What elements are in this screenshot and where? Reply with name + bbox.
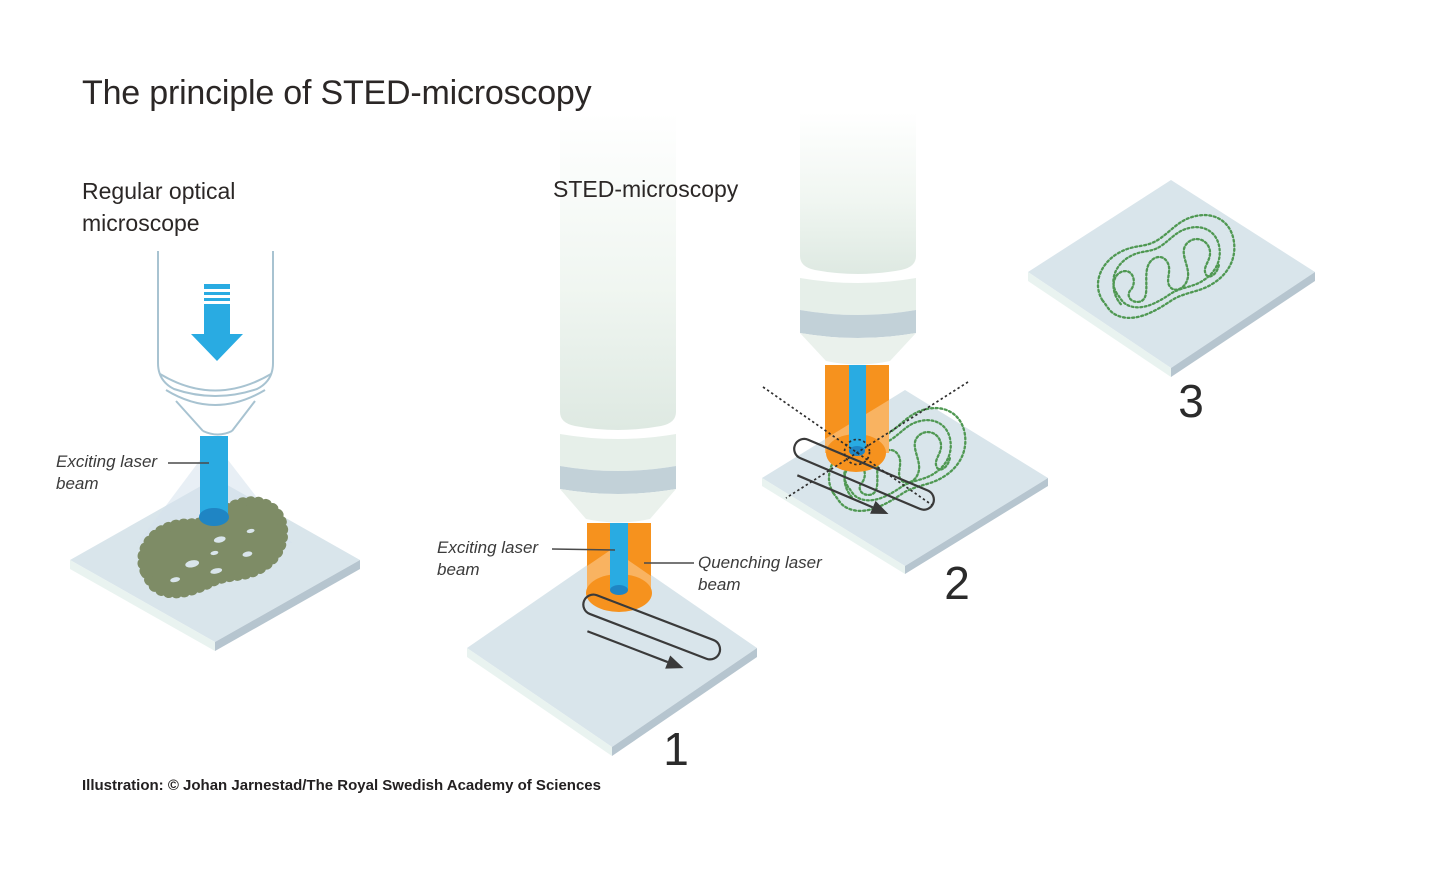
step-number-2: 2: [944, 557, 970, 609]
crosshair-circle-icon: [762, 381, 969, 506]
quenching-laser-label: Quenching laser beam: [698, 553, 822, 595]
blurred-sample-blob: [134, 495, 292, 599]
regular-microscope-heading: Regular optical microscope: [82, 178, 236, 236]
exciting-laser-label-regular: Exciting laser beam: [56, 452, 158, 494]
sted-objective-1: [560, 112, 676, 523]
page-title: The principle of STED-microscopy: [82, 74, 592, 112]
pointer-line-exciting-sted: [551, 548, 616, 551]
laser-beams-step1: [586, 523, 652, 612]
illustration-credit: Illustration: © Johan Jarnestad/The Roya…: [82, 777, 601, 794]
step-number-1: 1: [663, 723, 689, 775]
scan-path-arrow-icon-1: [582, 593, 722, 669]
laser-beams-step2: [825, 365, 889, 472]
sted-objective-2: [800, 112, 916, 365]
objective-outline: [157, 251, 274, 436]
regular-microscope-panel: [70, 251, 360, 651]
sted-microscopy-heading: STED-microscopy: [553, 176, 739, 202]
sted-step1: [467, 112, 757, 756]
exciting-beam-core: [610, 523, 628, 589]
scan-path-arrow-icon-2: [793, 437, 935, 515]
result-plate-step3: [1028, 180, 1315, 377]
step-number-3: 3: [1178, 375, 1204, 427]
down-arrow-icon: [191, 284, 243, 361]
sample-plate-step1: [467, 548, 757, 756]
sted-step2: [762, 112, 1048, 574]
exciting-laser-beam-regular: [199, 436, 229, 526]
exciting-laser-label-sted: Exciting laser beam: [437, 538, 539, 580]
exciting-beam-core-2: [849, 365, 866, 449]
